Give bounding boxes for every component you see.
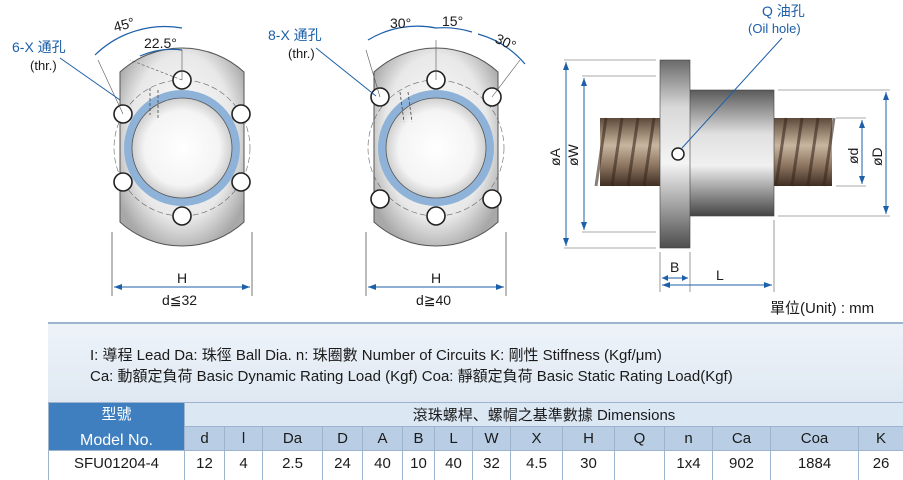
hole-thr-label: (thr.)	[288, 46, 315, 61]
column-header-D: D	[322, 426, 363, 451]
column-header-X: X	[510, 426, 563, 451]
flange-view-6-hole: 45° 22.5° 6-X 通孔 (thr.) H d≦32	[12, 14, 253, 308]
column-header-l: l	[224, 426, 263, 451]
value-cell-D: 24	[322, 450, 363, 480]
column-header-Coa: Coa	[770, 426, 859, 451]
value-cell-Q	[614, 450, 665, 480]
column-header-H: H	[562, 426, 615, 451]
hole-thr-label: (thr.)	[30, 58, 57, 73]
value-cell-n: 1x4	[664, 450, 713, 480]
value-cell-X: 4.5	[510, 450, 563, 480]
len-b-label: B	[670, 259, 679, 275]
column-header-L: L	[434, 426, 473, 451]
len-l-label: L	[716, 267, 724, 283]
dia-big-d-label: øD	[869, 147, 885, 166]
value-cell-Coa: 1884	[770, 450, 859, 480]
column-header-Da: Da	[262, 426, 323, 451]
value-cell-A: 40	[362, 450, 403, 480]
bore-inner	[131, 97, 233, 199]
angle-15-label: 15°	[442, 13, 463, 29]
dia-d-label: ød	[845, 148, 861, 164]
hole-count-label: 8-X 通孔	[268, 27, 322, 43]
angle-30-right-label: 30°	[493, 30, 519, 53]
value-cell-B: 10	[402, 450, 435, 480]
angle-22-5-label: 22.5°	[144, 35, 177, 51]
model-header-en: Model No.	[80, 432, 153, 449]
width-h-label: H	[177, 270, 187, 286]
dia-a-label: øA	[547, 147, 563, 166]
value-cell-Da: 2.5	[262, 450, 323, 480]
value-cell-L: 40	[434, 450, 473, 480]
value-cell-l: 4	[224, 450, 263, 480]
oil-hole-label: Q 油孔	[762, 3, 805, 19]
width-h-label: H	[431, 270, 441, 286]
legend-box: I: 導程 Lead Da: 珠徑 Ball Dia. n: 珠圈數 Numbe…	[48, 322, 903, 402]
column-header-A: A	[362, 426, 403, 451]
dimensions-header: 滾珠螺桿、螺帽之基準數據 Dimensions	[183, 402, 903, 427]
dia-w-label: øW	[565, 143, 581, 166]
column-header-Ca: Ca	[712, 426, 771, 451]
hole-count-label: 6-X 通孔	[12, 39, 66, 55]
value-cell-d: 12	[184, 450, 225, 480]
value-cell-K: 26	[857, 450, 903, 480]
technical-drawing: 45° 22.5° 6-X 通孔 (thr.) H d≦32 30° 15°	[12, 3, 890, 308]
angle-45-label: 45°	[112, 14, 137, 35]
column-header-d: d	[184, 426, 225, 451]
flange-view-8-hole: 30° 15° 30° 8-X 通孔 (thr.) H d≧40	[268, 13, 526, 308]
oil-hole	[671, 147, 685, 161]
bore-inner	[385, 97, 487, 199]
model-header: 型號 Model No.	[48, 402, 185, 451]
unit-label: 單位(Unit) : mm	[770, 300, 875, 317]
legend-line: I: 導程 Lead Da: 珠徑 Ball Dia. n: 珠圈數 Numbe…	[90, 347, 662, 364]
value-cell-H: 30	[562, 450, 615, 480]
oil-hole-sub-label: (Oil hole)	[748, 21, 801, 36]
value-cell-Ca: 902	[712, 450, 771, 480]
angle-30-left-label: 30°	[390, 15, 411, 31]
column-header-K: K	[857, 426, 903, 451]
column-header-W: W	[472, 426, 511, 451]
model-cell: SFU01204-4	[48, 450, 185, 480]
legend-line: Ca: 動額定負荷 Basic Dynamic Rating Load (Kgf…	[90, 368, 733, 385]
condition-label: d≦32	[162, 292, 197, 308]
column-header-B: B	[402, 426, 435, 451]
side-view: Q 油孔 (Oil hole) øA øW ød øD	[547, 3, 890, 292]
condition-label: d≧40	[416, 292, 451, 308]
column-header-Q: Q	[614, 426, 665, 451]
column-header-n: n	[664, 426, 713, 451]
model-header-zh: 型號	[101, 406, 132, 423]
value-cell-W: 32	[472, 450, 511, 480]
nut-body	[687, 89, 775, 217]
